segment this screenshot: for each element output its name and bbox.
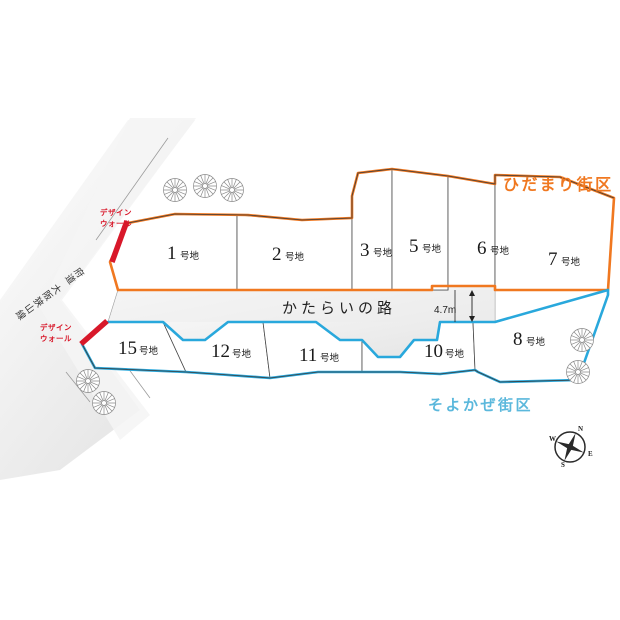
design-wall-line1: デザイン	[100, 207, 132, 217]
road-name-label: かたらいの路	[282, 300, 396, 317]
district-label-hidamari: ひだまり街区	[503, 175, 614, 194]
lot-label-1: 1	[167, 243, 177, 264]
road-width-dimension	[454, 290, 475, 322]
tree-icon	[566, 360, 590, 384]
compass-south: S	[561, 461, 565, 469]
lot-suffix-8: 号地	[526, 336, 546, 348]
lot-labels: 1 号地 2 号地 3 号地 5 号地 6 号地 7 号地 8 号地 10 号地…	[118, 236, 581, 366]
lot-suffix-2: 号地	[285, 251, 305, 263]
design-wall-line1: デザイン	[40, 322, 72, 332]
tree-icon	[76, 369, 100, 393]
tree-icon	[220, 178, 244, 202]
compass-labels: N E S W	[549, 425, 593, 469]
lot-label-11: 11	[299, 345, 317, 366]
district-label-soyokaze: そよかぜ街区	[428, 396, 533, 414]
compass-east: E	[588, 450, 593, 458]
lot-suffix-15: 号地	[139, 345, 159, 357]
lot-label-7: 7	[548, 249, 558, 270]
design-wall-segment-north	[109, 220, 130, 263]
lot-label-2: 2	[272, 244, 282, 265]
tree-icon	[163, 178, 187, 202]
tree-icon	[92, 391, 116, 415]
lot-suffix-1: 号地	[180, 250, 200, 262]
lot-label-15: 15	[118, 338, 137, 359]
design-wall-line2: ウォール	[100, 219, 132, 228]
design-wall-marks	[79, 220, 130, 347]
compass-north: N	[578, 425, 583, 433]
lot-suffix-3: 号地	[373, 247, 393, 259]
tree-icon	[193, 174, 217, 198]
compass-rose	[554, 431, 586, 463]
lot-label-12: 12	[211, 341, 230, 362]
lot-suffix-7: 号地	[561, 256, 581, 268]
lot-suffix-10: 号地	[445, 348, 465, 360]
design-wall-line2: ウォール	[40, 334, 72, 343]
lot-suffix-5: 号地	[422, 243, 442, 255]
lot-label-6: 6	[477, 238, 487, 259]
road-width-label: 4.7m	[434, 305, 456, 316]
design-wall-label-north: デザイン ウォール	[100, 207, 132, 228]
lot-suffix-12: 号地	[232, 348, 252, 360]
tree-icon	[570, 328, 594, 352]
lot-label-5: 5	[409, 236, 419, 257]
hidamari-block	[108, 167, 616, 292]
compass-west: W	[549, 435, 556, 443]
lot-suffix-11: 号地	[320, 352, 340, 364]
lot-label-3: 3	[360, 240, 370, 261]
lot-polygon-3[interactable]	[351, 168, 393, 291]
lot-label-10: 10	[424, 341, 443, 362]
lot-label-8: 8	[513, 329, 523, 350]
lot-suffix-6: 号地	[490, 245, 510, 257]
lot-polygon-5[interactable]	[391, 168, 449, 291]
design-wall-label-south: デザイン ウォール	[40, 322, 72, 343]
design-wall-segment-south	[79, 318, 109, 347]
